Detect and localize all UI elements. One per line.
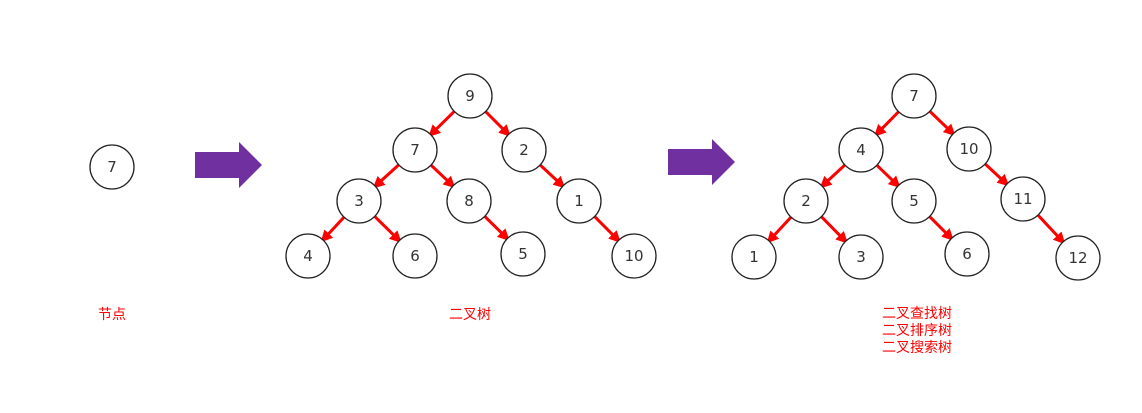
binary-tree-node-2: 2 [501,127,547,173]
bst-node-7: 7 [891,73,937,119]
binary-tree-edge [427,161,456,189]
binary-tree-edge [320,213,348,243]
svg-text:7: 7 [909,87,919,105]
binary-tree-edge [536,161,566,189]
binary-tree-edge [372,161,403,189]
single-node-7: 7 [89,144,135,190]
bst-node-5: 5 [891,178,937,224]
bst-edge [874,107,903,137]
binary-tree-node-10: 10 [611,233,657,279]
binary-tree-edge [590,212,621,243]
binary-tree-node-3: 3 [336,178,382,224]
svg-text:1: 1 [574,192,584,210]
bst-edge [1034,211,1066,245]
binary-tree-node-5: 5 [500,231,546,277]
bst-node-11: 11 [1000,176,1046,222]
binary-tree-node-8: 8 [446,178,492,224]
binary-tree-node-7: 7 [392,127,438,173]
caption-node: 节点 [98,307,126,323]
caption-bst: 二叉查找树 二叉排序树 二叉搜索树 [862,306,972,357]
binary-tree-node-4: 4 [285,233,331,279]
caption-bst-line-3: 二叉搜索树 [882,340,952,356]
svg-text:11: 11 [1013,190,1032,208]
bst-node-1: 1 [731,234,777,280]
bst-edge [819,161,849,189]
svg-text:2: 2 [801,192,811,210]
svg-text:4: 4 [303,247,313,265]
svg-text:3: 3 [856,248,866,266]
svg-text:5: 5 [909,192,919,210]
svg-text:10: 10 [959,140,978,158]
bst-node-4: 4 [838,127,884,173]
svg-text:7: 7 [107,158,117,176]
svg-text:10: 10 [624,247,643,265]
svg-text:6: 6 [410,247,420,265]
binary-tree-edge [480,212,510,241]
bst-node-2: 2 [783,178,829,224]
caption-binary-tree: 二叉树 [449,307,491,323]
binary-tree-edge [428,107,459,137]
svg-text:7: 7 [410,141,420,159]
bst-edge [766,213,795,244]
svg-text:9: 9 [465,87,475,105]
caption-bst-line-1: 二叉查找树 [882,306,952,322]
svg-text:12: 12 [1068,249,1087,267]
svg-text:6: 6 [962,245,972,263]
bst-node-10: 10 [946,126,992,172]
bst-node-3: 3 [838,234,884,280]
bst-node-6: 6 [944,231,990,277]
transform-arrow-icon-1 [195,142,262,188]
svg-text:2: 2 [519,141,529,159]
binary-tree-edge [481,107,511,137]
svg-text:4: 4 [856,141,866,159]
svg-text:3: 3 [354,192,364,210]
bst-edge [925,107,956,137]
caption-bst-line-2: 二叉排序树 [882,323,952,339]
binary-tree-node-1: 1 [556,178,602,224]
binary-tree-node-9: 9 [447,73,493,119]
bst-edge [925,212,954,241]
binary-tree-edge [370,212,402,243]
svg-text:8: 8 [464,192,474,210]
svg-text:5: 5 [518,245,528,263]
transform-arrow-icon-2 [668,139,735,185]
bst-edge [872,161,901,189]
bst-edge [981,160,1010,187]
bst-node-12: 12 [1055,235,1101,281]
svg-text:1: 1 [749,248,759,266]
bst-edge [817,212,848,244]
binary-tree-node-6: 6 [392,233,438,279]
